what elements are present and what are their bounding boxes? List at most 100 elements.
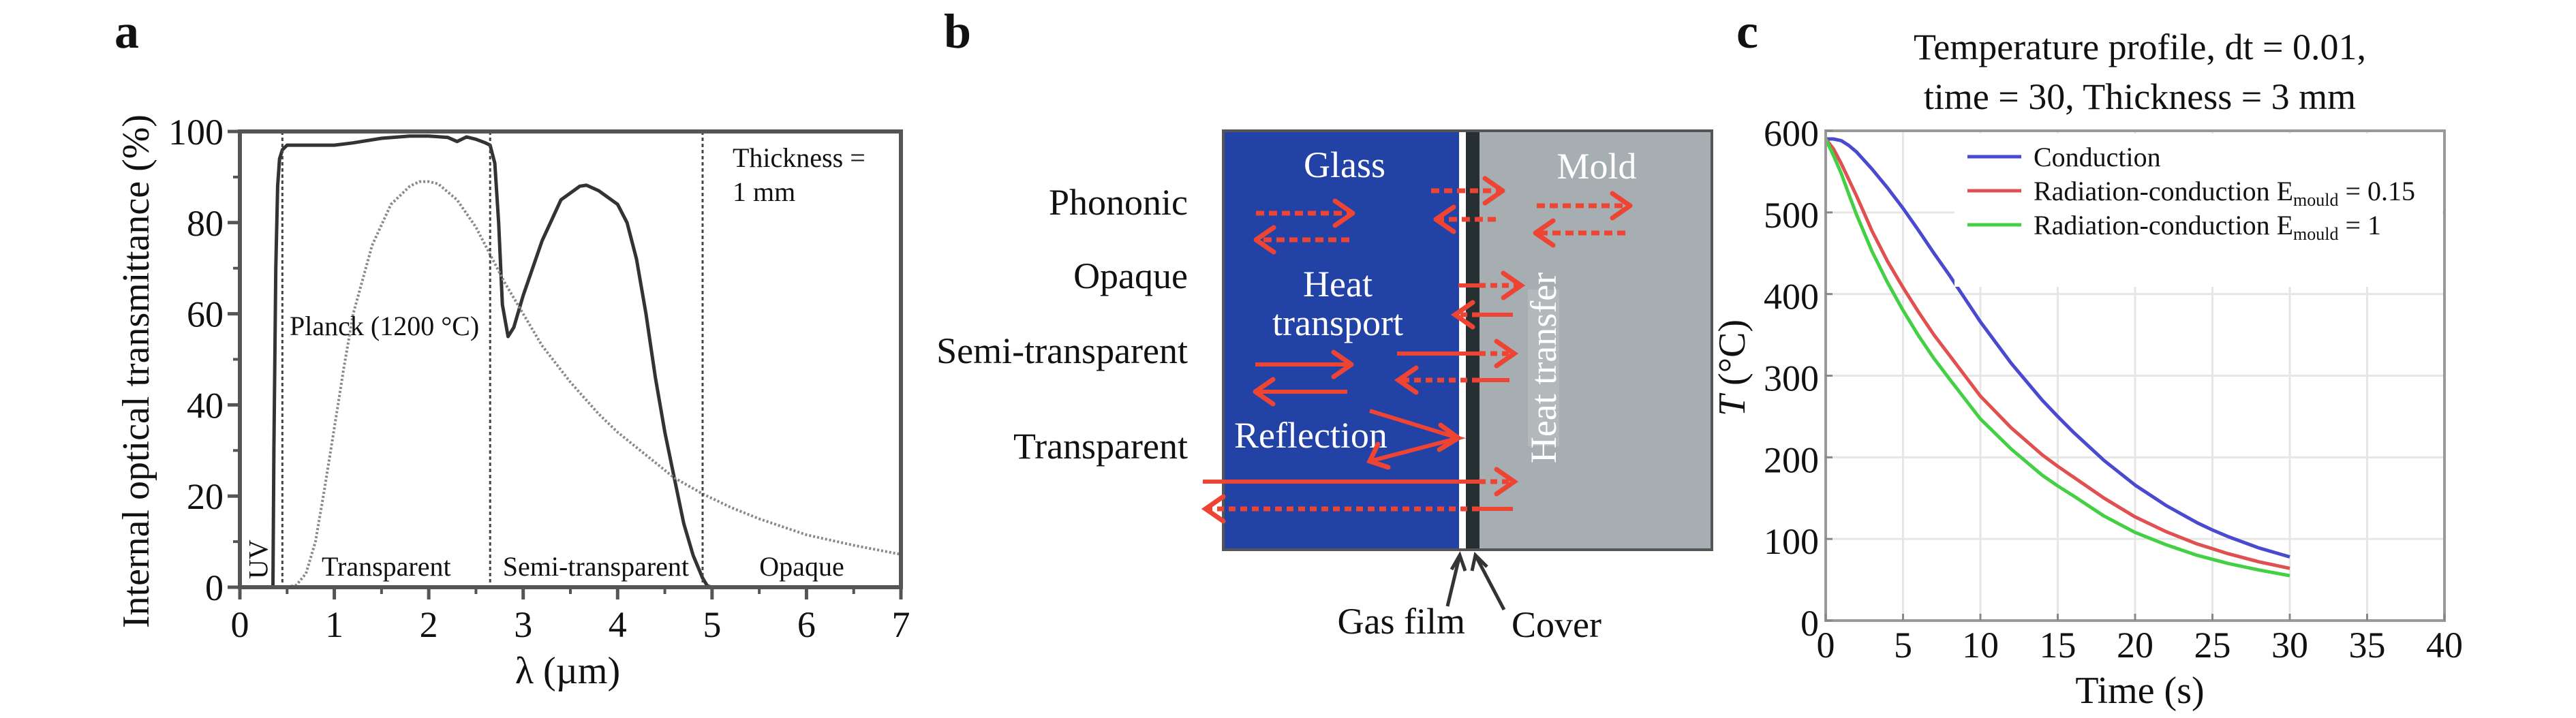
x-tick-label: 6 bbox=[797, 604, 816, 645]
diagram-frame bbox=[1222, 129, 1713, 551]
mold-region bbox=[1479, 131, 1712, 550]
arrow-head bbox=[1394, 365, 1419, 395]
y-tick-label: 0 bbox=[205, 567, 224, 608]
x-tick-label: 4 bbox=[609, 604, 627, 645]
panel-c-y-axis-label: T (°C) bbox=[1711, 319, 1753, 416]
legend-label-tail: = 0.15 bbox=[2338, 176, 2415, 206]
y-tick-label: 20 bbox=[187, 476, 224, 517]
panel-a-region-labels: UV Transparent Semi-transparent Opaque bbox=[243, 540, 844, 582]
y-tick-label: 400 bbox=[1764, 277, 1819, 317]
arrow-head bbox=[1433, 204, 1456, 234]
y-tick-label: 600 bbox=[1764, 113, 1819, 154]
x-tick-label: 20 bbox=[2117, 625, 2153, 666]
arrow-head bbox=[1450, 300, 1475, 330]
row-label-phononic: Phononic bbox=[1049, 182, 1188, 223]
x-tick-label: 1 bbox=[325, 604, 343, 645]
heat-transfer-label-bg bbox=[1528, 290, 1559, 446]
transparent-left-arrow bbox=[1201, 494, 1513, 524]
arrow-head bbox=[1533, 218, 1556, 248]
legend-label-tail: = 1 bbox=[2338, 210, 2381, 240]
gas-film-label: Gas film bbox=[1338, 601, 1465, 642]
x-tick-label: 40 bbox=[2426, 625, 2463, 666]
region-label: Transparent bbox=[322, 551, 451, 582]
x-tick-label: 5 bbox=[703, 604, 721, 645]
arrow-head bbox=[1501, 270, 1526, 300]
panel-a-annotations: Planck (1200 °C) Thickness =1 mm bbox=[290, 142, 865, 341]
arrow-head bbox=[1253, 225, 1276, 255]
panel-a-region-dividers bbox=[281, 131, 704, 587]
panel-c-letter: c bbox=[1736, 4, 1758, 59]
panel-b-letter: b bbox=[944, 4, 971, 59]
region-label: Semi-transparent bbox=[503, 551, 689, 582]
thickness-label: Thickness = bbox=[733, 142, 865, 173]
row-label-semi-transparent: Semi-transparent bbox=[936, 330, 1188, 371]
x-tick-label: 0 bbox=[1817, 625, 1835, 666]
planck-label: Planck (1200 °C) bbox=[290, 311, 479, 341]
heat-transport-label-line1: Heat bbox=[1303, 264, 1373, 305]
y-tick-label: 40 bbox=[187, 385, 224, 426]
y-tick-label: 100 bbox=[1764, 521, 1819, 562]
panel-a-x-axis-label: λ (µm) bbox=[515, 650, 620, 692]
x-tick-label: 10 bbox=[1962, 625, 1999, 666]
reflection-head-out bbox=[1366, 441, 1391, 470]
transparent-right-arrow bbox=[1203, 467, 1519, 497]
panel-a-series-transmittance bbox=[271, 134, 901, 589]
legend-entry-label: Radiation-conduction Emould = 0.15 bbox=[2034, 176, 2415, 210]
reflection-head-in bbox=[1437, 422, 1463, 452]
arrow-head bbox=[1494, 467, 1519, 497]
y-tick-label: 80 bbox=[187, 203, 224, 244]
cover-layer bbox=[1466, 131, 1479, 550]
gas-film-pointer bbox=[1445, 550, 1467, 607]
gas-film-layer bbox=[1459, 131, 1466, 550]
y-tick-label: 0 bbox=[1800, 603, 1819, 644]
phononic-interface-right-arrow bbox=[1431, 176, 1505, 206]
panel-c-temperature-chart: c Temperature profile, dt = 0.01, time =… bbox=[1711, 4, 2463, 712]
panel-a-letter: a bbox=[114, 4, 139, 59]
region-label-uv: UV bbox=[243, 540, 274, 579]
phononic-mold-left-arrow bbox=[1533, 218, 1625, 248]
legend-entry-label: Conduction bbox=[2034, 142, 2161, 172]
x-tick-label: 30 bbox=[2271, 625, 2308, 666]
thickness-value: 1 mm bbox=[733, 176, 795, 207]
region-label: Opaque bbox=[759, 551, 844, 582]
row-label-transparent: Transparent bbox=[1013, 426, 1188, 467]
semi-glass-right-arrow bbox=[1255, 349, 1354, 379]
panel-c-series bbox=[1824, 137, 2290, 578]
cover-label: Cover bbox=[1512, 604, 1601, 645]
legend-label-main: Conduction bbox=[2034, 142, 2161, 172]
x-tick-label: 15 bbox=[2040, 625, 2076, 666]
phononic-mold-right-arrow bbox=[1537, 191, 1633, 221]
arrow-head bbox=[1494, 339, 1519, 369]
legend-entry-label: Radiation-conduction Emould = 1 bbox=[2034, 210, 2381, 244]
panel-a-y-axis-label: Internal optical transmittance (%) bbox=[115, 114, 157, 628]
panel-a-series bbox=[271, 134, 902, 589]
arrow-head bbox=[1331, 349, 1354, 379]
panel-a-plot-frame bbox=[238, 129, 903, 589]
arrow-head bbox=[1610, 191, 1633, 221]
heat-transport-label-line2: transport bbox=[1272, 302, 1403, 343]
reflection-label: Reflection bbox=[1234, 415, 1387, 456]
y-tick-label: 60 bbox=[187, 294, 224, 335]
glass-label: Glass bbox=[1304, 144, 1385, 185]
legend-label-subscript: mould bbox=[2293, 190, 2338, 210]
x-tick-label: 5 bbox=[1894, 625, 1912, 666]
x-tick-label: 35 bbox=[2349, 625, 2386, 666]
panel-c-title-line1: Temperature profile, dt = 0.01, bbox=[1914, 27, 2366, 67]
series-line-radiation-015 bbox=[1824, 138, 2290, 570]
x-tick-label: 2 bbox=[420, 604, 438, 645]
mold-label: Mold bbox=[1557, 146, 1636, 187]
semi-glass-left-arrow bbox=[1253, 377, 1347, 407]
legend-label-main: Radiation-conduction E bbox=[2034, 176, 2293, 206]
row-label-opaque: Opaque bbox=[1073, 255, 1188, 296]
cover-pointer bbox=[1470, 551, 1506, 611]
phononic-interface-left-arrow bbox=[1433, 204, 1496, 234]
reflection-arrow bbox=[1366, 409, 1466, 470]
x-tick-label: 7 bbox=[892, 604, 910, 645]
series-line-conduction bbox=[1826, 137, 2290, 559]
